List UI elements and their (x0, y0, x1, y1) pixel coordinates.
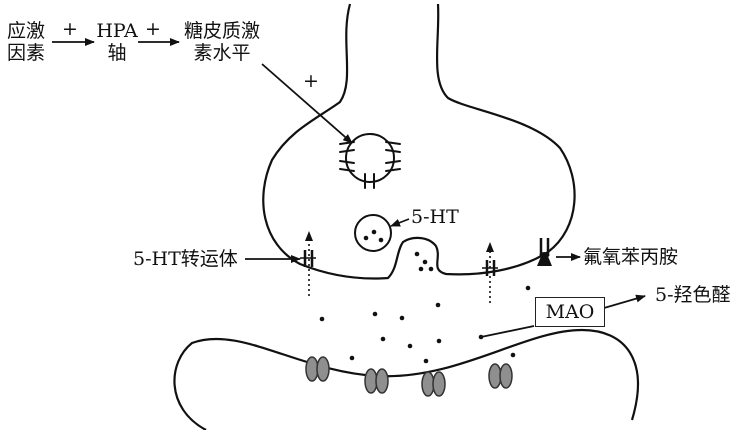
arrow-dot-to-mao (480, 325, 535, 338)
cortisol-level-line-1: 糖皮质激 (183, 20, 260, 42)
hpa-axis-label: HPA 轴 (94, 20, 140, 64)
receptor-vesicle (339, 133, 401, 189)
plus-sign-1: + (62, 18, 78, 40)
arrow-cortisol-to-vesicle (261, 63, 353, 144)
presynaptic-membrane (262, 3, 576, 280)
vesicle-label: 5-HT (411, 206, 459, 228)
plus-sign-2: + (145, 18, 161, 40)
fluoxetine-label: 氟氧苯丙胺 (583, 246, 679, 268)
mao-enzyme-box: MAO (535, 297, 605, 327)
stress-factor-line-2: 因素 (6, 42, 45, 64)
plus-sign-3: + (303, 70, 319, 92)
stress-factor-label: 应激 因素 (4, 20, 48, 64)
hpa-axis-line-1: HPA (96, 20, 138, 42)
serotonin-vesicle (354, 214, 392, 252)
serotonin-transporter-left (300, 231, 316, 296)
transporter-label: 5-HT转运体 (133, 248, 238, 270)
arrow-label-to-vesicle (390, 218, 410, 227)
hpa-axis-line-2: 轴 (107, 42, 127, 64)
stress-factor-line-1: 应激 (6, 20, 45, 42)
postsynaptic-receptor-1 (305, 356, 330, 382)
cortisol-level-line-2: 素水平 (193, 42, 251, 64)
synaptic-cleft-serotonin (319, 285, 531, 364)
arrow-mao-to-metabolite (603, 294, 646, 309)
serotonin-transporter-right (482, 242, 498, 303)
released-serotonin (414, 251, 434, 272)
postsynaptic-receptor-2 (364, 368, 389, 394)
cortisol-level-label: 糖皮质激 素水平 (180, 20, 264, 64)
fluoxetine-block-icon (537, 238, 552, 266)
postsynaptic-receptor-3 (421, 371, 446, 397)
metabolite-label: 5-羟色醛 (655, 284, 731, 306)
postsynaptic-membrane (173, 328, 639, 430)
postsynaptic-receptor-4 (488, 363, 513, 389)
